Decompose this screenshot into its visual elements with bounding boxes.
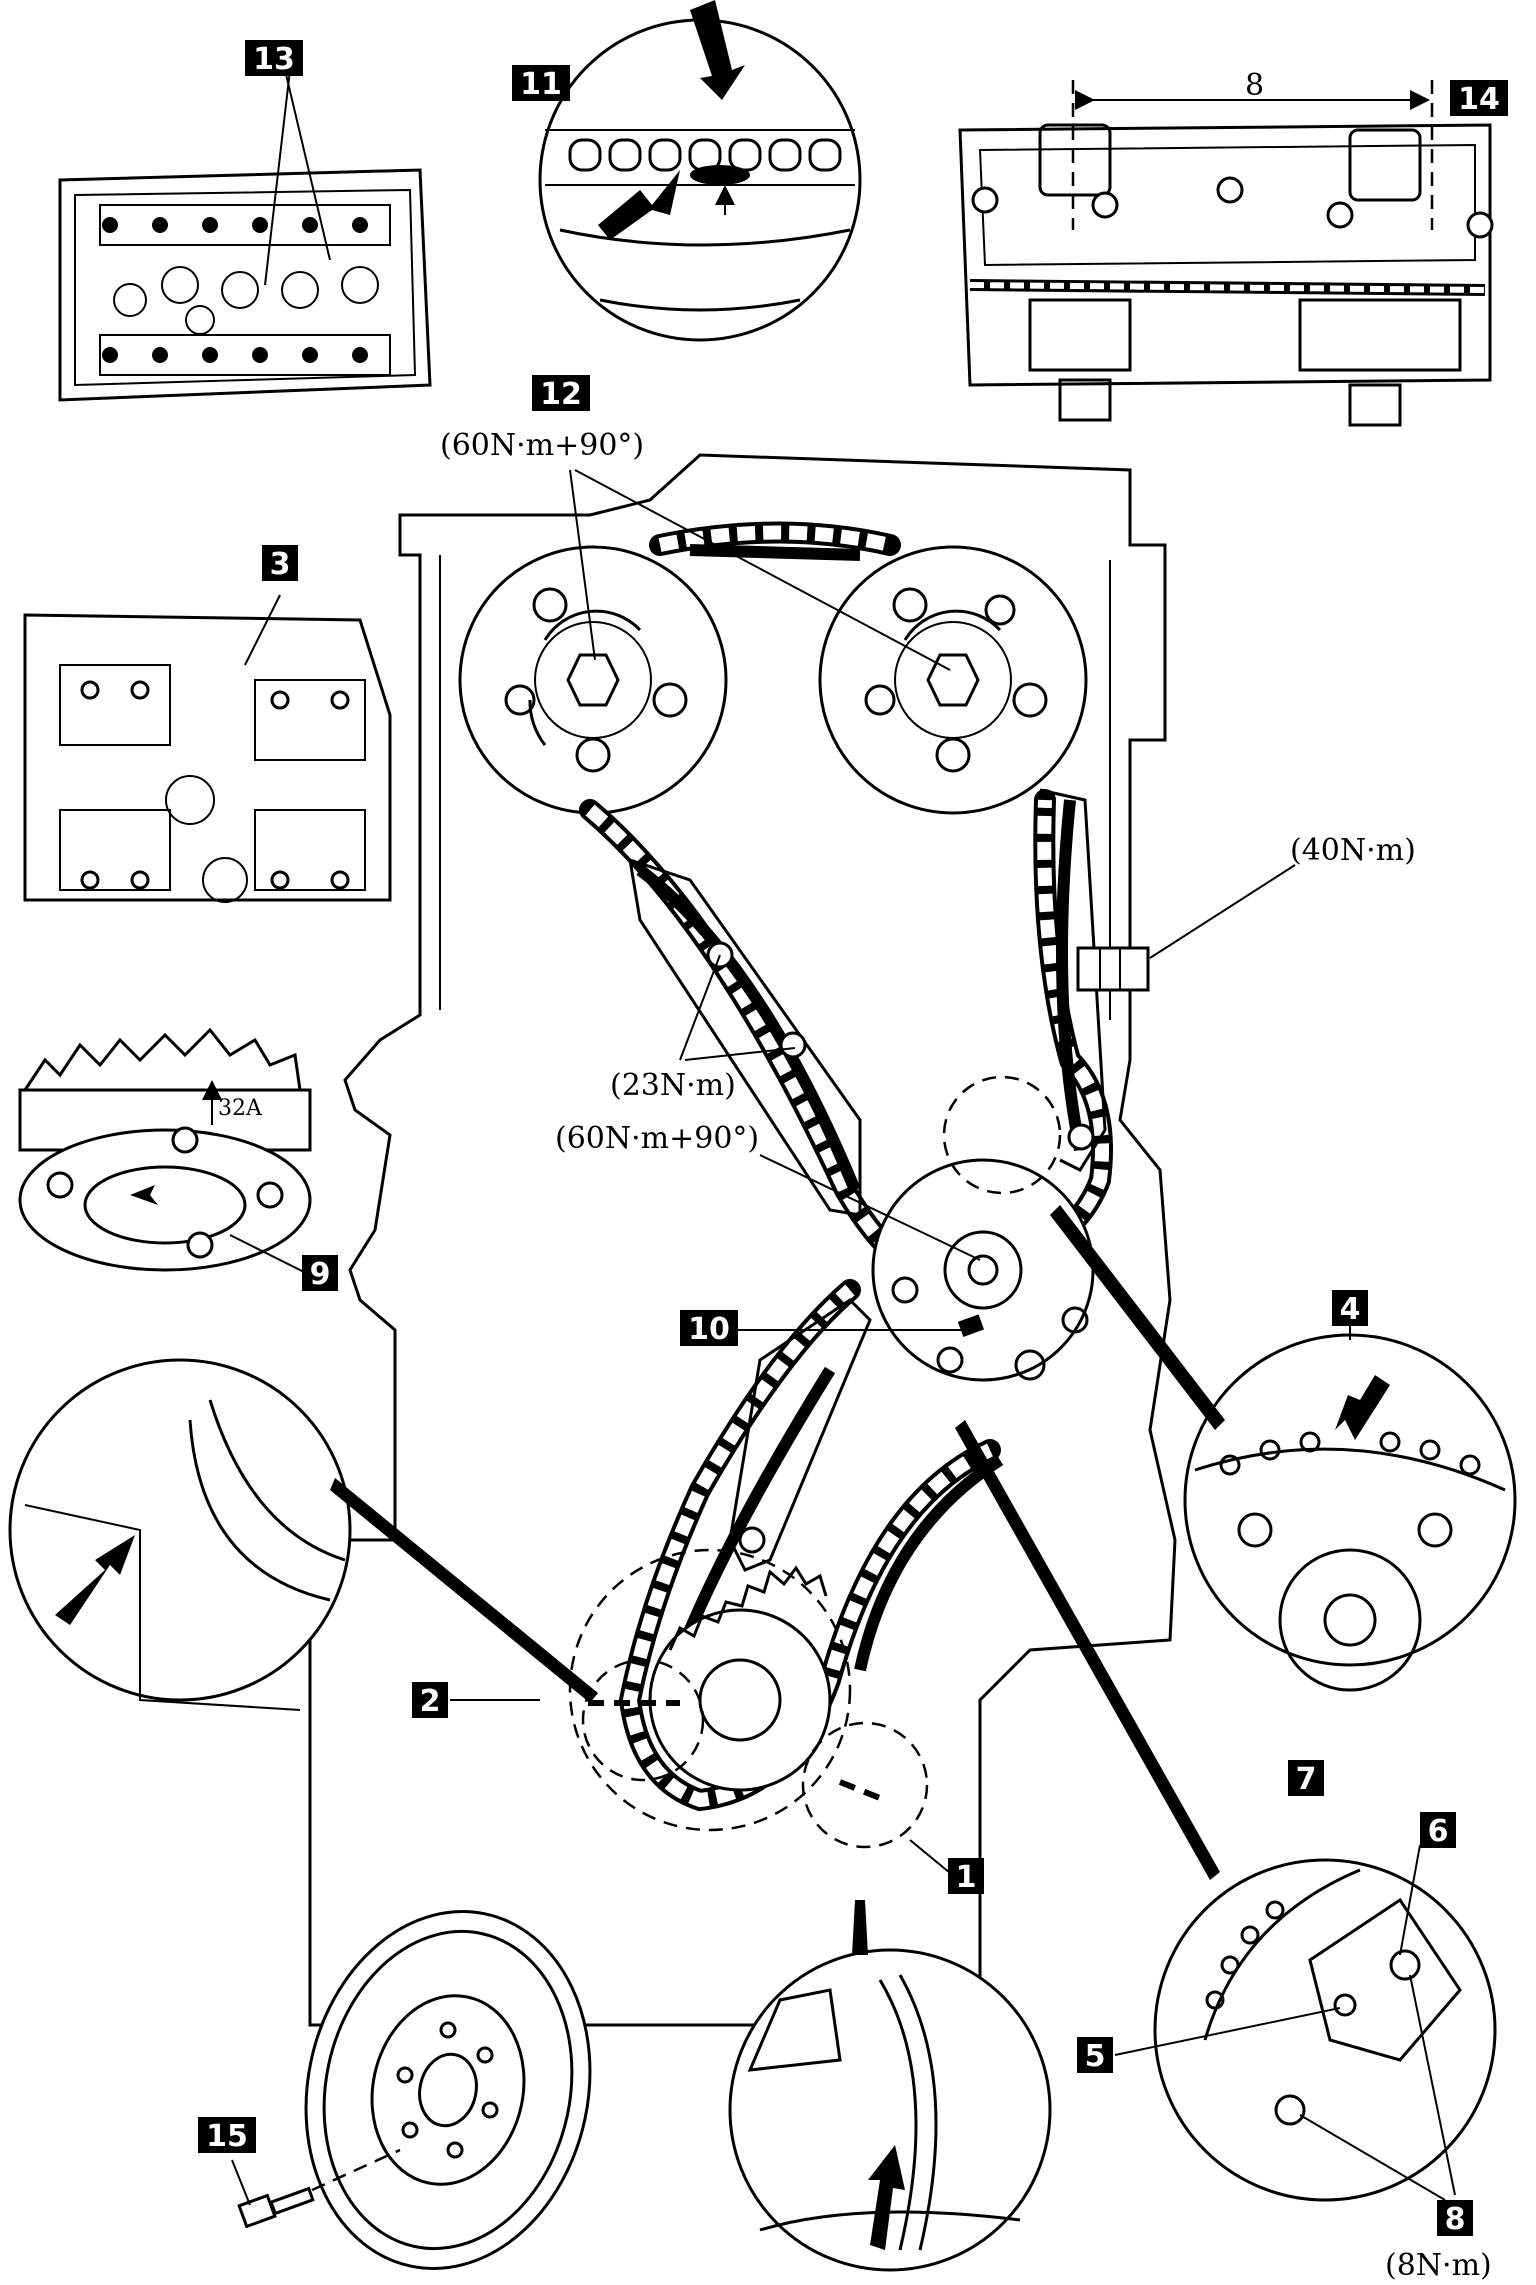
callout-10-label: 10	[688, 1312, 730, 1347]
sprocket-marking: 32A	[218, 1096, 263, 1121]
inset-camshaft-adjuster	[18, 1027, 312, 1276]
callout-6-label: 6	[1428, 1814, 1449, 1849]
callout-6: 6	[1420, 1812, 1456, 1849]
callout-14: 14	[1450, 80, 1508, 117]
callout-3-label: 3	[270, 547, 291, 582]
exhaust-camshaft-sprocket	[818, 545, 1088, 815]
inset-chain-tensioner	[955, 1420, 1497, 2202]
inset-cylinder-head-top	[58, 69, 432, 402]
callout-13: 13	[245, 40, 303, 77]
callout-12-label: 12	[540, 377, 582, 412]
torque-crank-sprocket-bolt: (60N·m+90°)	[555, 1121, 759, 1156]
intermediate-sprocket	[871, 1075, 1095, 1382]
callout-15: 15	[198, 2117, 256, 2154]
torque-camshaft-bolts: (60N·m+90°)	[440, 428, 644, 463]
callout-13-label: 13	[253, 42, 295, 77]
flywheel-bolt	[231, 2148, 401, 2229]
torque-guide-bolts: (23N·m)	[610, 1068, 736, 1103]
engine-block-outline	[308, 453, 1177, 2027]
callout-9-label: 9	[310, 1257, 331, 1292]
callout-7-label: 7	[1296, 1762, 1317, 1797]
callout-7: 7	[1288, 1760, 1324, 1797]
dimension-label: 8	[1245, 68, 1264, 103]
callout-5-label: 5	[1085, 2039, 1106, 2074]
callout-5: 5	[1077, 2037, 1113, 2074]
inset-crankshaft-mark	[8, 1358, 598, 1711]
callout-3: 3	[262, 545, 298, 582]
inset-camshaft-marks	[538, 0, 862, 342]
callout-14-label: 14	[1458, 82, 1500, 117]
leader-lines	[450, 469, 1351, 1874]
callout-11-label: 11	[520, 67, 562, 102]
callout-4: 4	[1332, 1290, 1368, 1327]
inset-crank-pulley	[728, 1900, 1052, 2272]
torque-tensioner-plug: (40N·m)	[1290, 833, 1416, 868]
crankshaft-sprocket	[568, 1548, 929, 1849]
inset-cylinder-head	[23, 594, 392, 903]
callout-10: 10	[680, 1310, 738, 1347]
intake-camshaft-sprocket	[458, 545, 728, 815]
tensioner-plug	[1076, 946, 1150, 992]
callout-11: 11	[512, 65, 570, 102]
callout-2-label: 2	[420, 1684, 441, 1719]
inset-intermediate-mark	[1050, 1205, 1517, 1692]
callout-2: 2	[412, 1682, 448, 1719]
callout-12: 12	[532, 375, 590, 412]
callout-4-label: 4	[1340, 1292, 1361, 1327]
inset-camshaft-housing	[958, 80, 1494, 427]
callout-15-label: 15	[206, 2119, 248, 2154]
callout-1: 1	[948, 1858, 984, 1895]
callout-8-label: 8	[1445, 2202, 1466, 2237]
callout-8: 8	[1437, 2200, 1473, 2237]
torque-tensioner-bolts: (8N·m)	[1385, 2248, 1492, 2283]
flywheel	[304, 1910, 592, 2270]
callout-9: 9	[302, 1255, 338, 1292]
callout-1-label: 1	[956, 1860, 977, 1895]
